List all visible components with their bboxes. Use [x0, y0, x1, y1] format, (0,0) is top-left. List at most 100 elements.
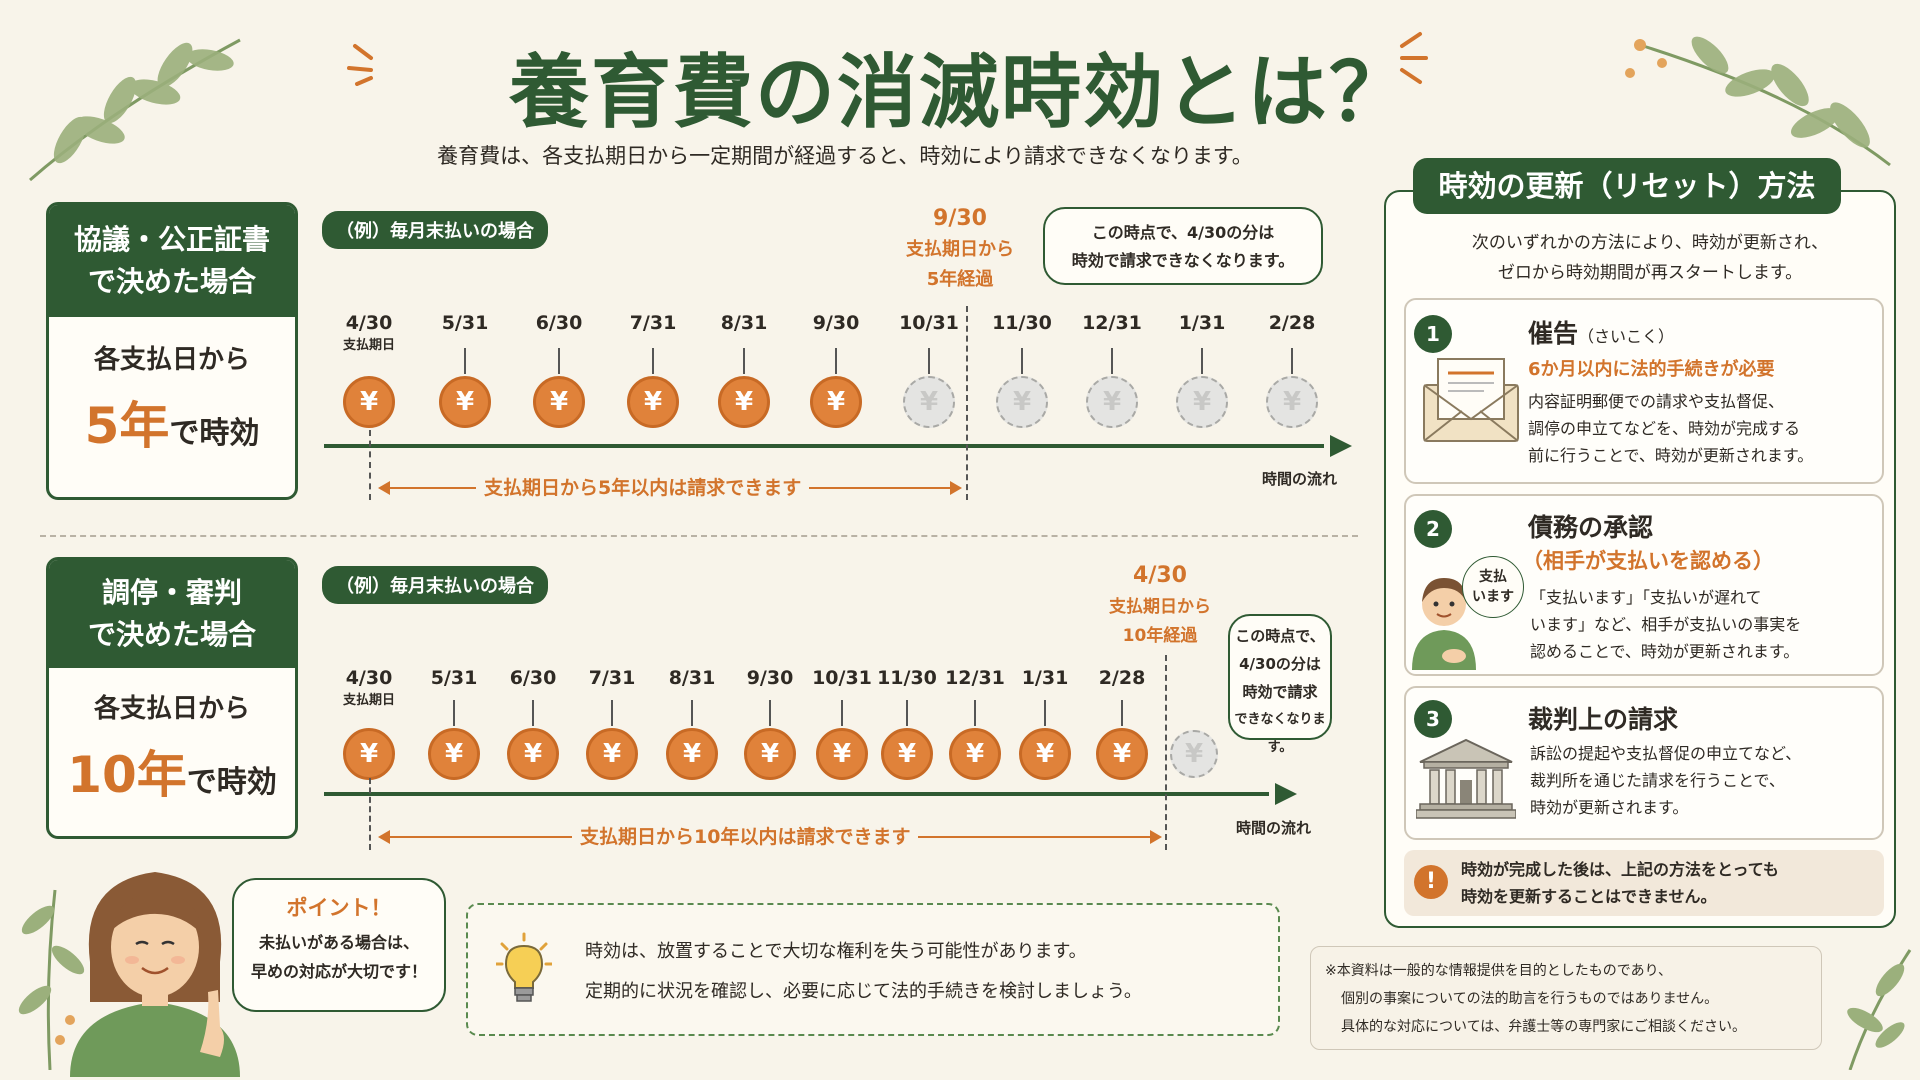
- claim-range-label: 支払期日から10年以内は請求できます: [572, 822, 919, 849]
- disclaimer-line2: 個別の事案についての法的助言を行うものではありません。: [1341, 991, 1719, 1007]
- date-stem: [1201, 348, 1203, 374]
- desc-line: 裁判所を通じた請求を行うことで、: [1530, 771, 1785, 790]
- page-subtitle: 養育費は、各支払期日から一定期間が経過すると、時効により請求できなくなります。: [437, 144, 1253, 168]
- category-heading-line1: 調停・審判: [101, 576, 242, 609]
- category-heading: 調停・審判 で決めた場合: [49, 560, 295, 668]
- category-body-line1: 各支払日から: [93, 694, 250, 724]
- bubble-line1: この時点で、4/30の分は: [1091, 223, 1275, 242]
- period-years: 10年: [67, 746, 187, 804]
- intro-line2: ゼロから時効期間が再スタートします。: [1497, 263, 1803, 283]
- warning-icon: !: [1414, 865, 1448, 899]
- leaf-decoration-top-right: [1625, 36, 1891, 167]
- category-card-mediation: 調停・審判 で決めた場合 各支払日から 10年で時効: [46, 557, 298, 839]
- category-heading-line2: で決めた場合: [87, 265, 256, 298]
- category-body: 各支払日から 5年で時効: [49, 317, 295, 458]
- start-marker-line: [369, 430, 371, 500]
- yen-coin-icon: ¥: [816, 728, 868, 780]
- timeline-date-label: 2/28: [1247, 312, 1337, 334]
- timeline-date-label: 7/31: [567, 667, 657, 689]
- highlight-line3: 5年経過: [926, 269, 994, 290]
- date-stem: [743, 348, 745, 374]
- warning-line2: 時効を更新することはできません。: [1461, 887, 1717, 906]
- method-description: 「支払います」「支払いが遅れて います」など、相手が支払いの事実を 認めることで…: [1530, 584, 1801, 665]
- timeline-date-label: 5/31: [420, 312, 510, 334]
- highlight-date: 4/30: [1133, 563, 1187, 588]
- disclaimer-line3: 具体的な対応については、弁護士等の専門家にご相談ください。: [1341, 1019, 1747, 1035]
- timeline-date-label: 8/31: [699, 312, 789, 334]
- date-stem: [1121, 700, 1123, 726]
- highlight-date: 9/30: [933, 206, 987, 231]
- category-period: 10年で時効: [49, 735, 295, 807]
- method-number: 1: [1414, 315, 1452, 353]
- date-text: 10/31: [812, 667, 872, 689]
- category-period: 5年で時効: [49, 386, 295, 458]
- date-stem: [1291, 348, 1293, 374]
- date-text: 12/31: [1082, 312, 1142, 334]
- promise-speech-bubble: 支払 います: [1462, 556, 1524, 618]
- yen-coin-icon: ¥: [949, 728, 1001, 780]
- due-date-label: 支払期日: [342, 338, 395, 353]
- speech-line1: 支払: [1479, 569, 1507, 585]
- date-stem: [464, 348, 466, 374]
- tip-box: [466, 903, 1280, 1036]
- date-text: 5/31: [441, 312, 489, 334]
- date-text: 9/30: [746, 667, 794, 689]
- highlight-note: 9/30 支払期日から 5年経過: [880, 206, 1040, 291]
- reset-methods-title: 時効の更新（リセット）方法: [1413, 158, 1841, 214]
- timeline-arrowhead: [1275, 783, 1297, 805]
- timeline-date-label: 6/30: [514, 312, 604, 334]
- date-text: 12/31: [945, 667, 1005, 689]
- point-speech-bubble: ポイント！ 未払いがある場合は、 早めの対応が大切です！: [232, 878, 446, 1012]
- yen-coin-icon: ¥: [666, 728, 718, 780]
- timeline-date-label: 6/30: [488, 667, 578, 689]
- period-suffix: で時効: [169, 416, 260, 451]
- method-title: 催告（さいこく）: [1528, 314, 1674, 350]
- desc-line: 調停の申立てなどを、時効が完成する: [1528, 419, 1801, 438]
- expiry-marker-line: [1165, 655, 1167, 850]
- highlight-note: 4/30 支払期日から 10年経過: [1080, 563, 1240, 646]
- date-stem: [835, 348, 837, 374]
- point-line1: 未払いがある場合は、: [258, 933, 419, 952]
- date-stem: [652, 348, 654, 374]
- desc-line: 前に行うことで、時効が更新されます。: [1528, 446, 1814, 465]
- desc-line: 内容証明郵便での請求や支払督促、: [1528, 392, 1785, 411]
- yen-coin-icon: ¥: [343, 728, 395, 780]
- yen-coin-icon: ¥: [586, 728, 638, 780]
- date-text: 10/31: [899, 312, 959, 334]
- date-text: 8/31: [720, 312, 768, 334]
- expired-yen-coin-icon: ¥: [1170, 730, 1218, 778]
- desc-line: います」など、相手が支払いの事実を: [1530, 615, 1802, 634]
- point-title: ポイント！: [286, 896, 392, 920]
- timeline-date-label: 7/31: [608, 312, 698, 334]
- section-divider: [40, 535, 1358, 537]
- woman-advisor-icon: [70, 872, 240, 1077]
- expired-yen-coin-icon: ¥: [1176, 376, 1228, 428]
- method-number: 3: [1414, 700, 1452, 738]
- category-heading: 協議・公正証書 で決めた場合: [49, 205, 295, 317]
- highlight-line2: 支払期日から: [1109, 597, 1211, 617]
- method-title-text: 催告: [1528, 319, 1579, 348]
- date-stem: [906, 700, 908, 726]
- yen-coin-icon: ¥: [718, 376, 770, 428]
- date-text: 1/31: [1178, 312, 1226, 334]
- timeline-date-label: 11/30: [977, 312, 1067, 334]
- yen-coin-icon: ¥: [343, 376, 395, 428]
- speech-line2: います: [1472, 589, 1514, 605]
- warning-text: 時効が完成した後は、上記の方法をとっても 時効を更新することはできません。: [1461, 856, 1779, 910]
- date-text: 7/31: [629, 312, 677, 334]
- date-stem: [558, 348, 560, 374]
- method-subtitle: （相手が支払いを認める）: [1522, 549, 1774, 573]
- timeline-date-label: 11/30: [862, 667, 952, 689]
- tip-text: 時効は、放置することで大切な権利を失う可能性があります。 定期的に状況を確認し、…: [585, 932, 1142, 1012]
- date-text: 4/30: [345, 312, 393, 334]
- expired-yen-coin-icon: ¥: [1086, 376, 1138, 428]
- page-title: 養育費の消滅時効とは？: [509, 46, 1411, 139]
- date-stem: [691, 700, 693, 726]
- date-stem: [453, 700, 455, 726]
- point-line2: 早めの対応が大切です！: [250, 962, 427, 981]
- timeline-date-label: 2/28: [1077, 667, 1167, 689]
- desc-line: 「支払います」「支払いが遅れて: [1530, 588, 1762, 607]
- category-body-line1: 各支払日から: [93, 345, 250, 375]
- title-accent-left: [347, 44, 373, 86]
- date-text: 5/31: [430, 667, 478, 689]
